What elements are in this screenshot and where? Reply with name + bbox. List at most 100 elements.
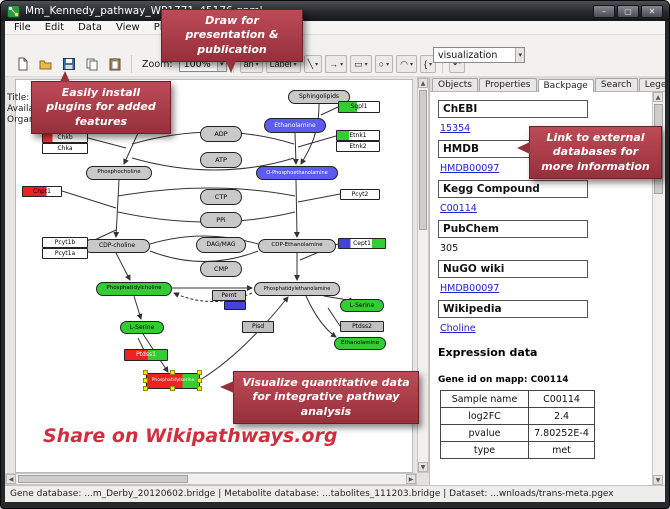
open-icon bbox=[39, 60, 52, 70]
selection-handle[interactable] bbox=[170, 386, 175, 391]
chevron-down-icon: ▾ bbox=[409, 61, 413, 68]
tab-objects[interactable]: Objects bbox=[432, 78, 479, 91]
pathway-node-ptdss2[interactable]: Ptdss2 bbox=[340, 321, 384, 332]
visualization-combobox[interactable]: visualization ▾ bbox=[433, 47, 525, 63]
pathway-edge bbox=[199, 296, 289, 381]
save-button[interactable] bbox=[59, 54, 79, 74]
scroll-down-arrow-icon[interactable]: ▼ bbox=[653, 475, 663, 485]
minimize-button[interactable]: – bbox=[593, 4, 615, 18]
backpage-value-link[interactable]: C00114 bbox=[440, 203, 477, 214]
pathway-node-ptdss1[interactable]: Ptdss1 bbox=[124, 349, 168, 361]
tab-search[interactable]: Search bbox=[594, 78, 638, 91]
tool-line-button[interactable]: ╲▾ bbox=[303, 55, 323, 73]
tab-legend[interactable]: Legend bbox=[638, 78, 665, 91]
pathway-node-etnk1[interactable]: Etnk1 bbox=[336, 130, 380, 141]
pathway-node-cdp-ethanolamine[interactable]: CDP-Ethanolamine bbox=[258, 239, 336, 253]
scroll-up-arrow-icon[interactable]: ▲ bbox=[418, 78, 428, 88]
open-button[interactable] bbox=[36, 54, 56, 74]
scrollbar-thumb[interactable] bbox=[419, 90, 427, 230]
menu-bar: FileEditDataViewPluginsHelp bbox=[5, 21, 665, 35]
pathway-node-chka[interactable]: Chka bbox=[42, 143, 88, 154]
scroll-down-arrow-icon[interactable]: ▼ bbox=[418, 462, 428, 472]
pathway-canvas[interactable]: SphingolipidsSgpl1CholineEthanolamineADP… bbox=[15, 79, 413, 473]
backpage-value-link[interactable]: 15354 bbox=[440, 123, 471, 134]
pathway-node-phosphatidylcholine[interactable]: Phosphatidylcholine bbox=[96, 282, 172, 296]
rectangle-icon: ▭ bbox=[354, 58, 363, 69]
pathway-node-phosphatidylethanolamine[interactable]: Phosphatidylethanolamine bbox=[254, 282, 340, 296]
paste-icon bbox=[109, 58, 121, 71]
pathway-node-ctp[interactable]: CTP bbox=[200, 189, 242, 205]
pathway-node-o-phosphoethanolamine[interactable]: O-Phosphoethanolamine bbox=[256, 166, 338, 180]
pathway-node-pisd[interactable]: Pisd bbox=[242, 321, 274, 333]
table-cell: type bbox=[440, 441, 529, 459]
selection-handle[interactable] bbox=[143, 378, 148, 383]
tool-arrow-button[interactable]: →▾ bbox=[325, 55, 348, 73]
new-button[interactable] bbox=[13, 54, 33, 74]
pathway-node-pcyt2[interactable]: Pcyt2 bbox=[340, 189, 380, 200]
menu-edit[interactable]: Edit bbox=[44, 21, 65, 33]
pathway-node-cmp[interactable]: CMP bbox=[200, 261, 242, 277]
selection-handle[interactable] bbox=[143, 370, 148, 375]
paste-button[interactable] bbox=[105, 54, 125, 74]
new-icon bbox=[18, 57, 28, 71]
pathway-node-pcyt1a[interactable]: Pcyt1a bbox=[42, 248, 88, 259]
pathway-node-l-serine[interactable]: L-Serine bbox=[340, 299, 384, 312]
scroll-up-arrow-icon[interactable]: ▲ bbox=[653, 92, 663, 102]
tab-backpage[interactable]: Backpage bbox=[537, 79, 594, 92]
backpage-header-wikipedia: Wikipedia bbox=[438, 300, 588, 318]
pathway-node-pemt[interactable]: Pemt bbox=[212, 290, 246, 301]
scrollbar-thumb[interactable] bbox=[18, 475, 188, 483]
backpage-value-link[interactable]: HMDB00097 bbox=[440, 283, 500, 294]
selection-handle[interactable] bbox=[197, 378, 202, 383]
pathway-node-phosphocholine[interactable]: Phosphocholine bbox=[86, 166, 152, 180]
pathway-node-cept1[interactable]: Cept1 bbox=[338, 238, 386, 249]
canvas-vertical-scrollbar[interactable]: ▲ ▼ bbox=[417, 77, 429, 473]
pathway-node-l-serine[interactable]: L-Serine bbox=[120, 321, 164, 334]
pathway-node-cdp-choline[interactable]: CDP-choline bbox=[84, 239, 150, 253]
tool-brace-button[interactable]: {▾ bbox=[419, 55, 437, 73]
menu-file[interactable]: File bbox=[14, 21, 31, 33]
selection-handle[interactable] bbox=[143, 386, 148, 391]
table-cell: pvalue bbox=[440, 424, 529, 442]
pathway-node-pcyt1b[interactable]: Pcyt1b bbox=[42, 237, 88, 248]
backpage-header-chebi: ChEBI bbox=[438, 100, 588, 118]
scroll-left-arrow-icon[interactable]: ◀ bbox=[6, 474, 16, 484]
tool-oval-button[interactable]: ○▾ bbox=[374, 55, 394, 73]
selection-handle[interactable] bbox=[197, 386, 202, 391]
chevron-down-icon: ▾ bbox=[340, 61, 344, 68]
backpage-value-link[interactable]: Choline bbox=[440, 323, 476, 334]
selection-handle[interactable] bbox=[170, 370, 175, 375]
close-button[interactable]: ✕ bbox=[641, 4, 663, 18]
backpage-value-link[interactable]: HMDB00097 bbox=[440, 163, 500, 174]
copy-button[interactable] bbox=[82, 54, 102, 74]
pathway-node-dag-mag[interactable]: DAG/MAG bbox=[196, 237, 246, 253]
maximize-button[interactable]: ▢ bbox=[617, 4, 639, 18]
tool-arc-button[interactable]: ◠▾ bbox=[396, 55, 417, 73]
main-area: SphingolipidsSgpl1CholineEthanolamineADP… bbox=[5, 77, 665, 485]
pathway-node-ppi[interactable]: PPi bbox=[200, 212, 242, 228]
menu-view[interactable]: View bbox=[116, 21, 140, 33]
pathway-node-etnk2[interactable]: Etnk2 bbox=[336, 141, 380, 152]
chevron-down-icon: ▾ bbox=[255, 61, 259, 68]
pathway-node-adp[interactable]: ADP bbox=[200, 126, 242, 142]
pathway-node-chpt1[interactable]: Chpt1 bbox=[22, 186, 62, 197]
pathway-node-sphingolipids[interactable]: Sphingolipids bbox=[288, 90, 350, 104]
scroll-right-arrow-icon[interactable]: ▶ bbox=[406, 474, 416, 484]
tab-properties[interactable]: Properties bbox=[479, 78, 537, 91]
pathway-node-sgpl1[interactable]: Sgpl1 bbox=[338, 101, 380, 113]
pathway-node-ethanolamine[interactable]: Ethanolamine bbox=[264, 118, 326, 133]
menu-data[interactable]: Data bbox=[78, 21, 102, 33]
pathway-edge bbox=[61, 190, 117, 209]
canvas-horizontal-scrollbar[interactable]: ◀ ▶ bbox=[5, 473, 417, 485]
tool-rectangle-button[interactable]: ▭▾ bbox=[350, 55, 372, 73]
pathway-node-ethanolamine[interactable]: Ethanolamine bbox=[334, 337, 386, 350]
selection-handle[interactable] bbox=[197, 370, 202, 375]
pathway-nodes: SphingolipidsSgpl1CholineEthanolamineADP… bbox=[16, 80, 412, 472]
pathway-node-atp[interactable]: ATP bbox=[200, 152, 242, 168]
pathway-node-unlabeled[interactable] bbox=[224, 301, 246, 310]
